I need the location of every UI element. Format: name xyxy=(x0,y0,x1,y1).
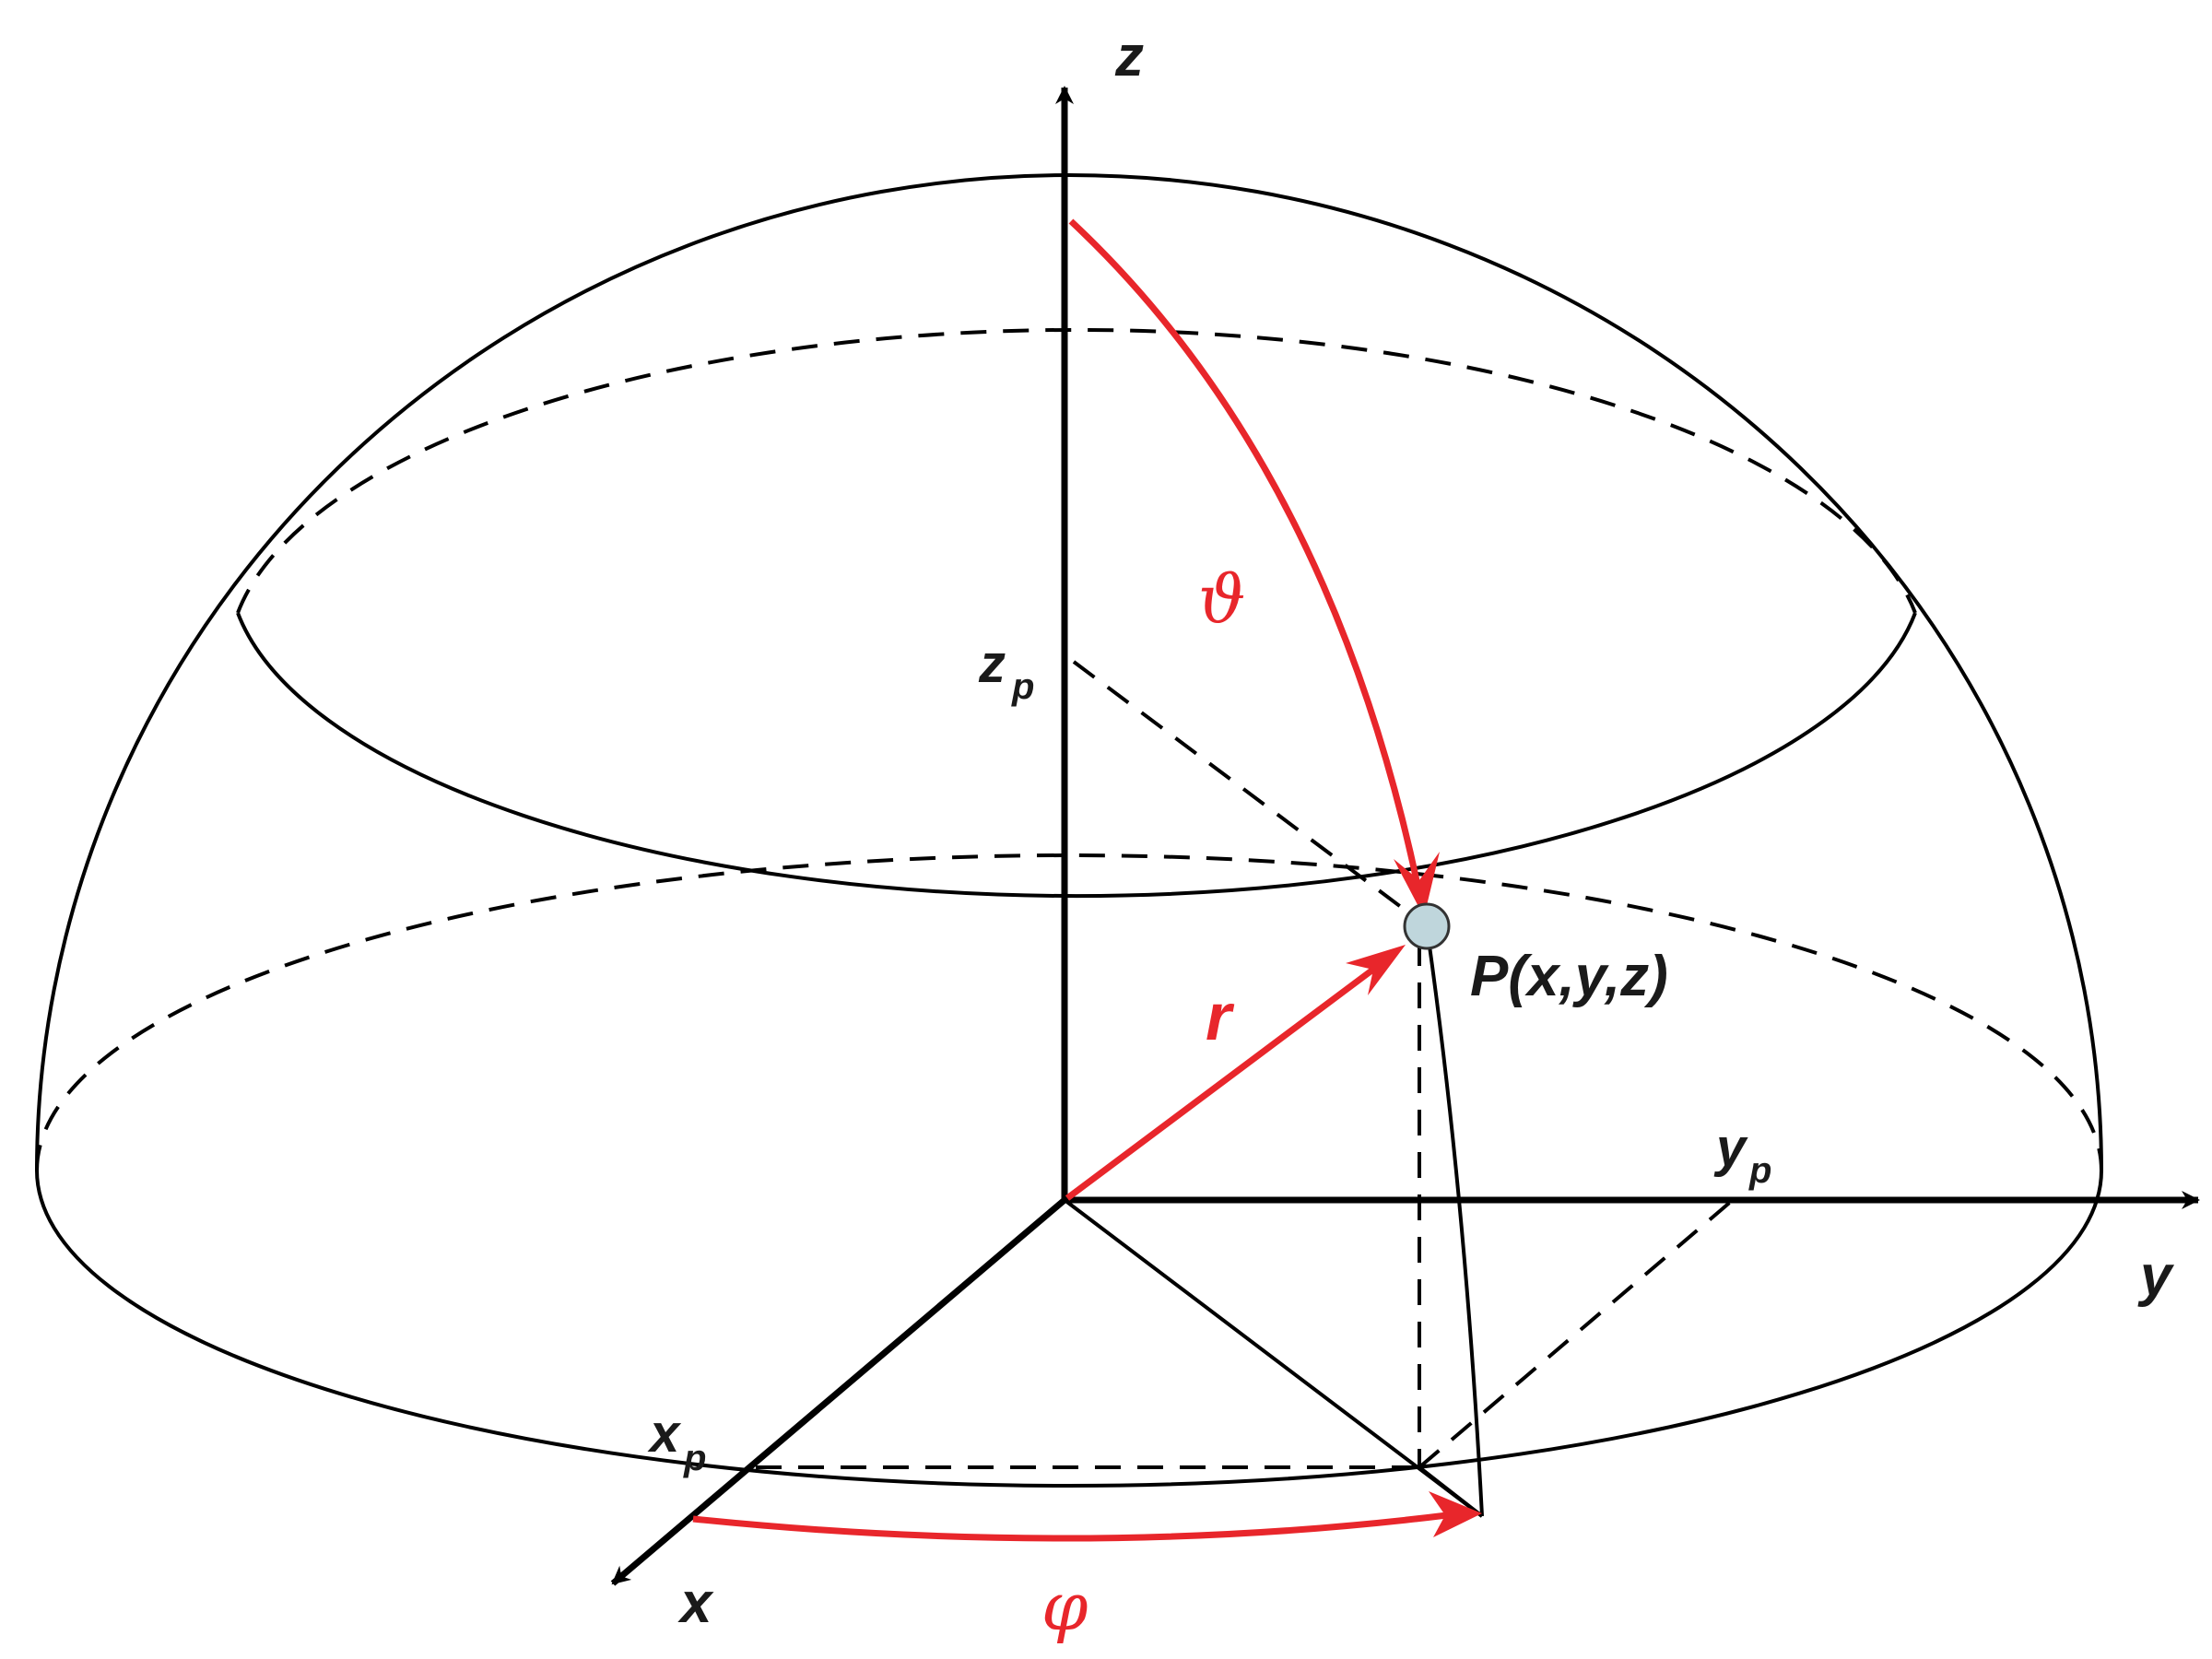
svg-text:p: p xyxy=(1748,1150,1771,1191)
phi-arrowhead xyxy=(1429,1491,1482,1537)
phi-arc xyxy=(692,1512,1448,1542)
theta-label: ϑ xyxy=(1198,560,1245,638)
meridian-line xyxy=(1425,925,1484,1517)
latitude-circle-back-dashed xyxy=(236,327,1917,614)
svg-text:x: x xyxy=(647,1404,682,1464)
equator-back-dashed xyxy=(35,853,2103,1171)
yp-dashed xyxy=(1418,1198,1735,1469)
phi-label: φ xyxy=(1041,1568,1088,1645)
axis-x-label: x xyxy=(677,1571,714,1635)
zp-to-point-dashed xyxy=(1072,660,1429,928)
x-axis xyxy=(610,1197,1067,1586)
foot-connector xyxy=(1418,1465,1484,1518)
theta-arc xyxy=(1068,218,1421,886)
r-vector xyxy=(1065,963,1381,1201)
r-label: r xyxy=(1206,981,1235,1054)
equator-front xyxy=(35,1170,2103,1488)
axis-z-label: z xyxy=(1114,25,1144,88)
hemisphere-outline xyxy=(35,173,2103,1171)
projection-line xyxy=(1063,1198,1484,1518)
r-arrowhead xyxy=(1346,945,1406,995)
theta-arrowhead xyxy=(1394,852,1440,917)
zp-label: z p xyxy=(978,634,1034,707)
svg-text:p: p xyxy=(683,1438,706,1478)
latitude-circle-front xyxy=(236,612,1917,899)
yp-label: y p xyxy=(1713,1118,1771,1191)
svg-text:z: z xyxy=(978,634,1006,694)
svg-text:p: p xyxy=(1011,666,1034,707)
svg-text:y: y xyxy=(1713,1118,1748,1178)
point-label: P(x,y,z) xyxy=(1470,945,1668,1008)
point-p-marker xyxy=(1403,902,1451,950)
xp-label: x p xyxy=(647,1404,706,1478)
axis-y-label: y xyxy=(2137,1244,2175,1308)
